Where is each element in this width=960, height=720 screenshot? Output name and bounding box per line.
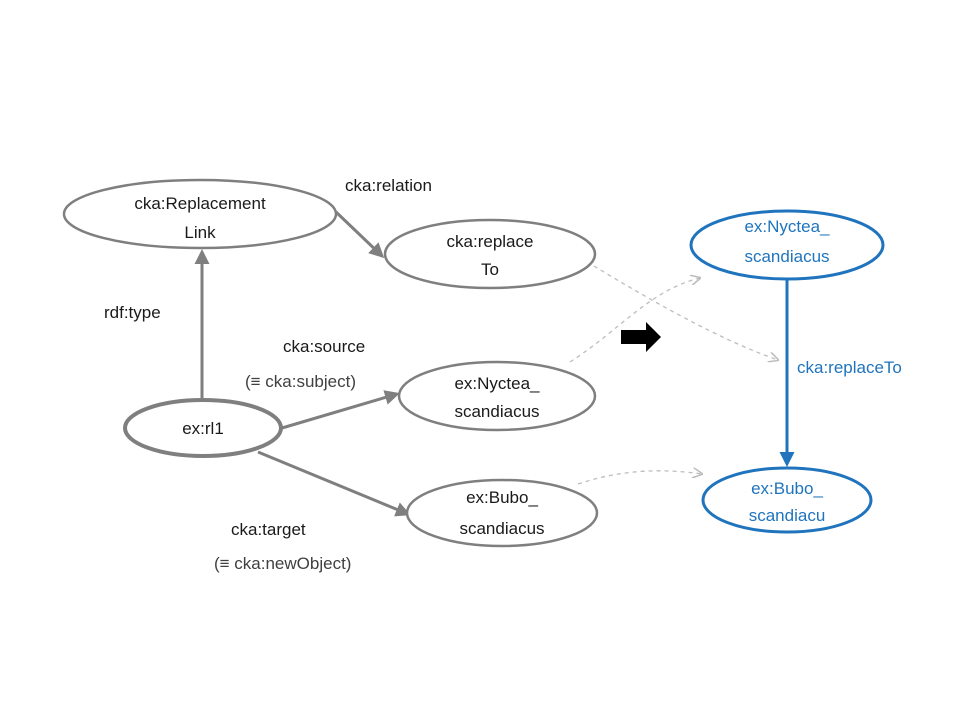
node-bubo-left	[405, 478, 599, 548]
edge-label-source: cka:source	[283, 337, 365, 356]
node-replace-to	[383, 218, 597, 290]
edge-label-rdf-type: rdf:type	[104, 303, 161, 322]
right-arrow-icon	[621, 322, 661, 352]
node-bubo-right-line2: scandiacu	[749, 506, 826, 525]
edge-label-source-equiv: (≡ cka:subject)	[245, 372, 356, 391]
node-replacement-link	[62, 178, 338, 250]
node-bubo-right	[701, 466, 873, 534]
dashed-edge-nyctea	[569, 278, 700, 363]
edge-relation	[334, 210, 385, 259]
edge-target	[257, 450, 411, 517]
dashed-edge-bubo	[577, 471, 702, 485]
edge-label-target: cka:target	[231, 520, 306, 539]
node-replacement-link-line2: Link	[184, 223, 216, 242]
edge-label-replace-to: cka:replaceTo	[797, 358, 902, 377]
edge-label-target-equiv: (≡ cka:newObject)	[214, 554, 351, 573]
node-nyctea-left-line2: scandiacus	[454, 402, 539, 421]
node-nyctea-right-line2: scandiacus	[744, 247, 829, 266]
node-nyctea-right	[689, 209, 885, 281]
node-rl1-label: ex:rl1	[182, 419, 224, 438]
edge-label-relation: cka:relation	[345, 176, 432, 195]
node-bubo-right-line1: ex:Bubo_	[751, 479, 823, 498]
node-replace-to-line2: To	[481, 260, 499, 279]
node-nyctea-right-line1: ex:Nyctea_	[744, 217, 830, 236]
edge-source	[281, 390, 400, 430]
node-bubo-left-line1: ex:Bubo_	[466, 488, 538, 507]
node-replace-to-line1: cka:replace	[447, 232, 534, 251]
node-nyctea-left-line1: ex:Nyctea_	[454, 374, 540, 393]
node-nyctea-left	[397, 360, 597, 432]
node-bubo-left-line2: scandiacus	[459, 519, 544, 538]
node-replacement-link-line1: cka:Replacement	[134, 194, 266, 213]
dashed-edge-replace-to	[593, 265, 778, 360]
node-rl1	[123, 398, 283, 458]
